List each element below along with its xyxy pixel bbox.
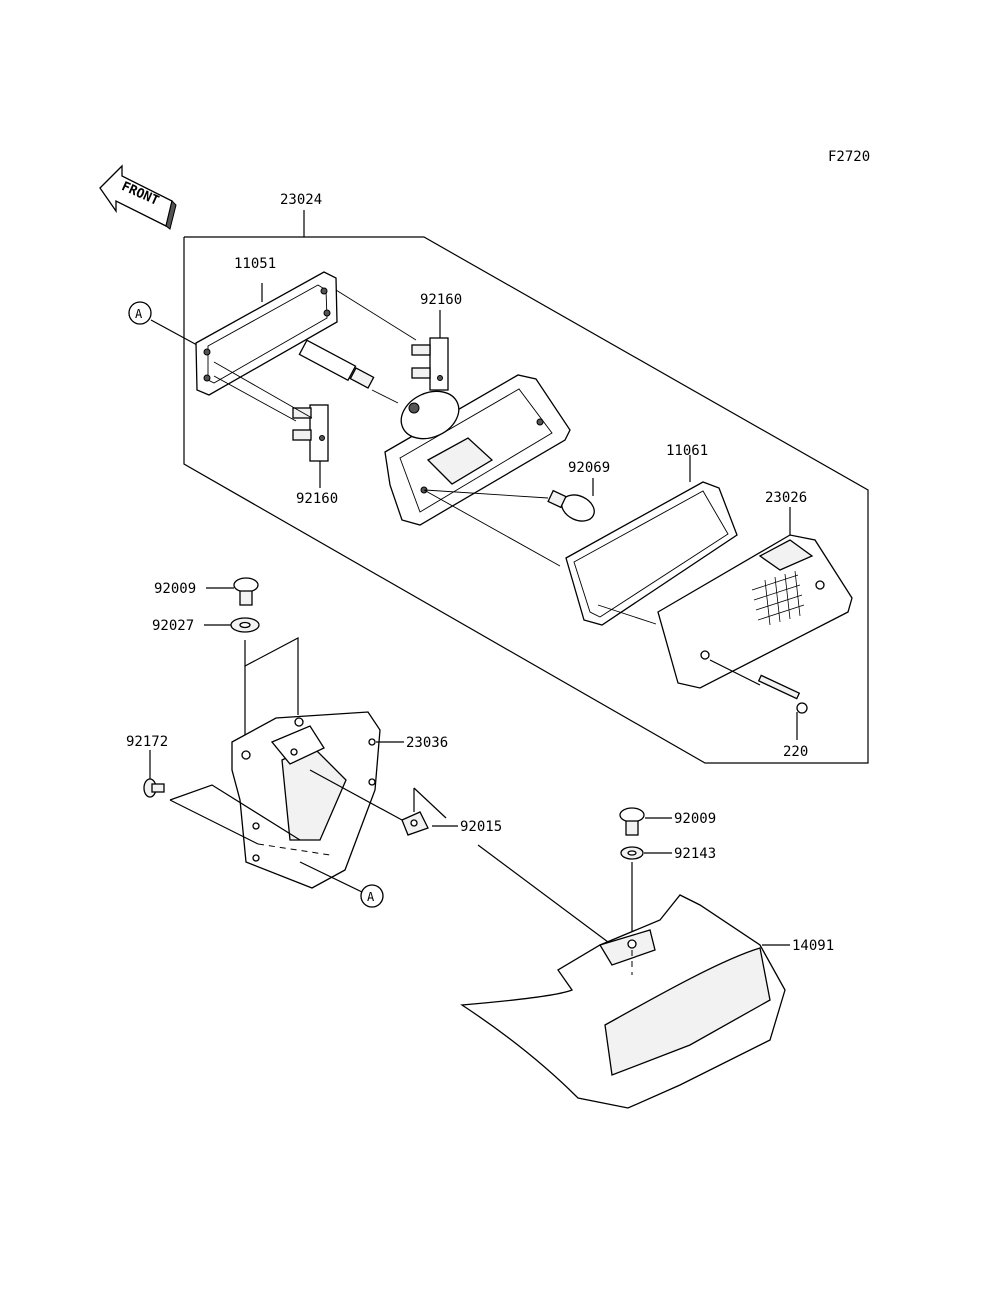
label-screw-upper: 92009 [154,581,196,597]
label-lens: 23026 [765,490,807,506]
ref-marker-a-bottom: A [299,861,384,908]
label-washer-lower: 92143 [674,846,716,862]
label-gasket: 11061 [666,443,708,459]
lamp-housing [384,374,571,526]
label-washer-upper: 92027 [152,618,194,634]
gasket [565,455,738,626]
label-cover: 14091 [792,938,834,954]
washer-upper [204,617,260,633]
label-nut: 92015 [460,819,502,835]
screw-lower [619,807,672,836]
bulb [547,478,595,522]
socket-upper [411,310,449,391]
label-bulb: 92069 [568,460,610,476]
ref-marker-a-top: A [128,301,198,346]
bolt-left [143,750,165,798]
label-bolt-left: 92172 [126,734,168,750]
screw-upper [206,577,259,606]
svg-text:A: A [367,890,375,904]
label-assembly: 23024 [280,192,322,208]
washer-lower [620,846,672,860]
label-lens-screw: 220 [783,744,808,760]
lens [657,507,853,689]
label-screw-lower: 92009 [674,811,716,827]
label-bracket: 23036 [406,735,448,751]
bracket [231,711,404,889]
lens-screw [709,659,808,740]
svg-text:A: A [135,307,143,321]
nut [309,769,458,836]
socket-lower [292,404,329,488]
figure-code: F2720 [828,149,870,165]
bulb-harness [298,339,399,404]
front-arrow-icon: FRONT [99,164,177,230]
label-lens-case: 11051 [234,256,276,272]
assembly-frame [183,210,869,764]
label-socket-lower: 92160 [296,491,338,507]
label-socket-upper: 92160 [420,292,462,308]
lens-case [195,271,338,396]
cover [460,894,790,1109]
